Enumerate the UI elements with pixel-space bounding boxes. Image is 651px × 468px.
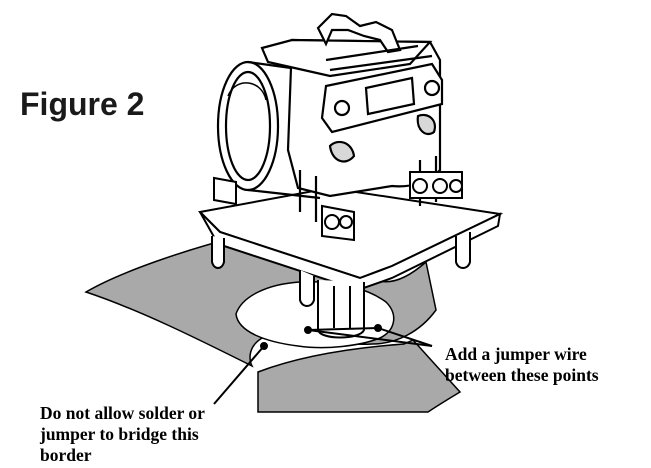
jumper-callout-line-2: between these points [445,365,599,385]
jumper-callout-line-1: Add a jumper wire [445,344,587,364]
border-callout: Do not allow solder or jumper to bridge … [40,403,205,466]
relay-coil [216,60,321,200]
right-copper-pad [257,339,462,413]
top-bracket [316,12,402,54]
border-leader [213,345,265,405]
border-callout-line-2: jumper to bridge this [40,424,199,444]
relay-frame [260,12,444,222]
base-plate-side [199,211,502,292]
base-terminals [213,171,463,242]
jumper-leader-b [377,327,433,347]
border-marker [213,342,268,405]
base-leg-right [455,232,471,269]
base-leg-front [299,270,315,307]
jumper-callout: Add a jumper wire between these points [445,344,599,386]
jumper-span [307,327,379,331]
jumper-points [304,324,433,347]
border-callout-line-1: Do not allow solder or [40,403,205,423]
base-leg-left [211,236,225,269]
jumper-leader-a [307,329,433,347]
figure-title: Figure 2 [20,86,145,122]
border-callout-line-3: border [40,445,92,465]
